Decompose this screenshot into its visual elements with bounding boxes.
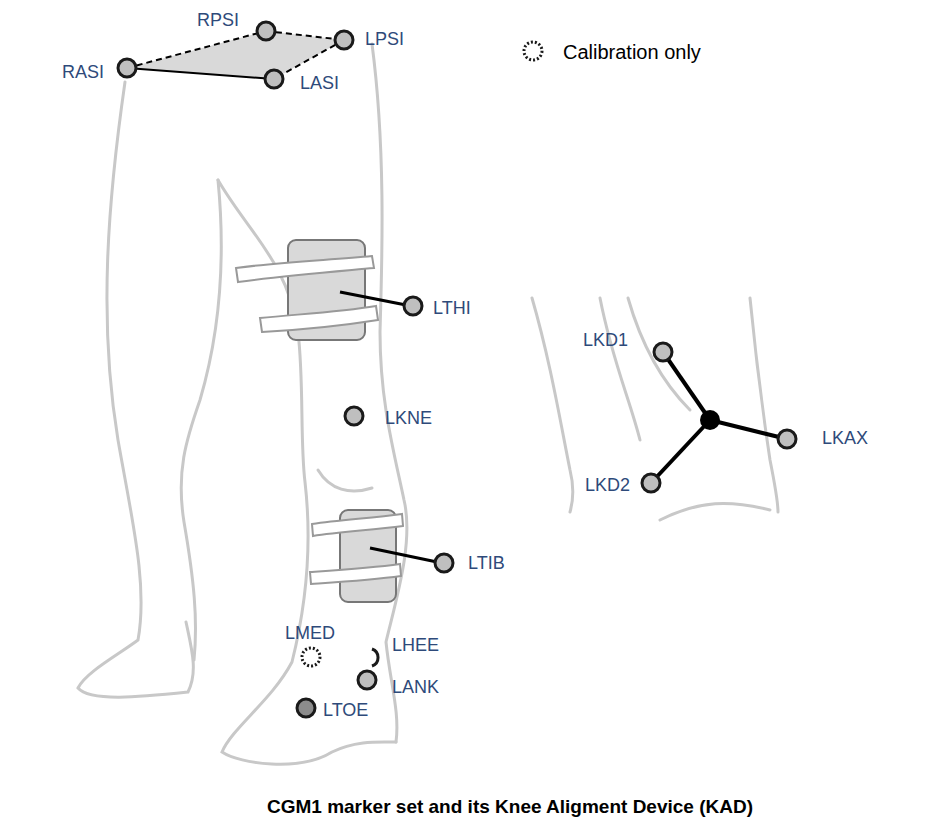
leg-outline (78, 44, 778, 764)
marker-label: LHEE (392, 636, 439, 654)
marker-label: LKD1 (583, 331, 628, 349)
pelvis-plane (127, 31, 344, 79)
marker-label: LKD2 (585, 476, 630, 494)
shank-plate (310, 510, 437, 602)
legend-text: Calibration only (563, 42, 701, 62)
marker-label: RPSI (197, 11, 239, 29)
marker-dots (118, 22, 796, 717)
thigh-plate (236, 240, 406, 340)
marker-label: LTHI (433, 299, 471, 317)
marker-label: RASI (62, 63, 104, 81)
legend-sample (524, 42, 542, 60)
marker-label: LANK (392, 678, 439, 696)
marker-label: LPSI (365, 30, 404, 48)
marker-label: LKNE (385, 409, 432, 427)
kad-device (651, 352, 787, 483)
figure-caption: CGM1 marker set and its Knee Aligment De… (267, 797, 753, 816)
marker-label: LASI (300, 74, 339, 92)
marker-label: LTIB (468, 554, 505, 572)
marker-label: LMED (285, 624, 335, 642)
marker-label: LKAX (822, 429, 868, 447)
pelvis-lines (127, 31, 344, 79)
marker-label: LTOE (323, 701, 368, 719)
calibration-marker (302, 648, 320, 666)
